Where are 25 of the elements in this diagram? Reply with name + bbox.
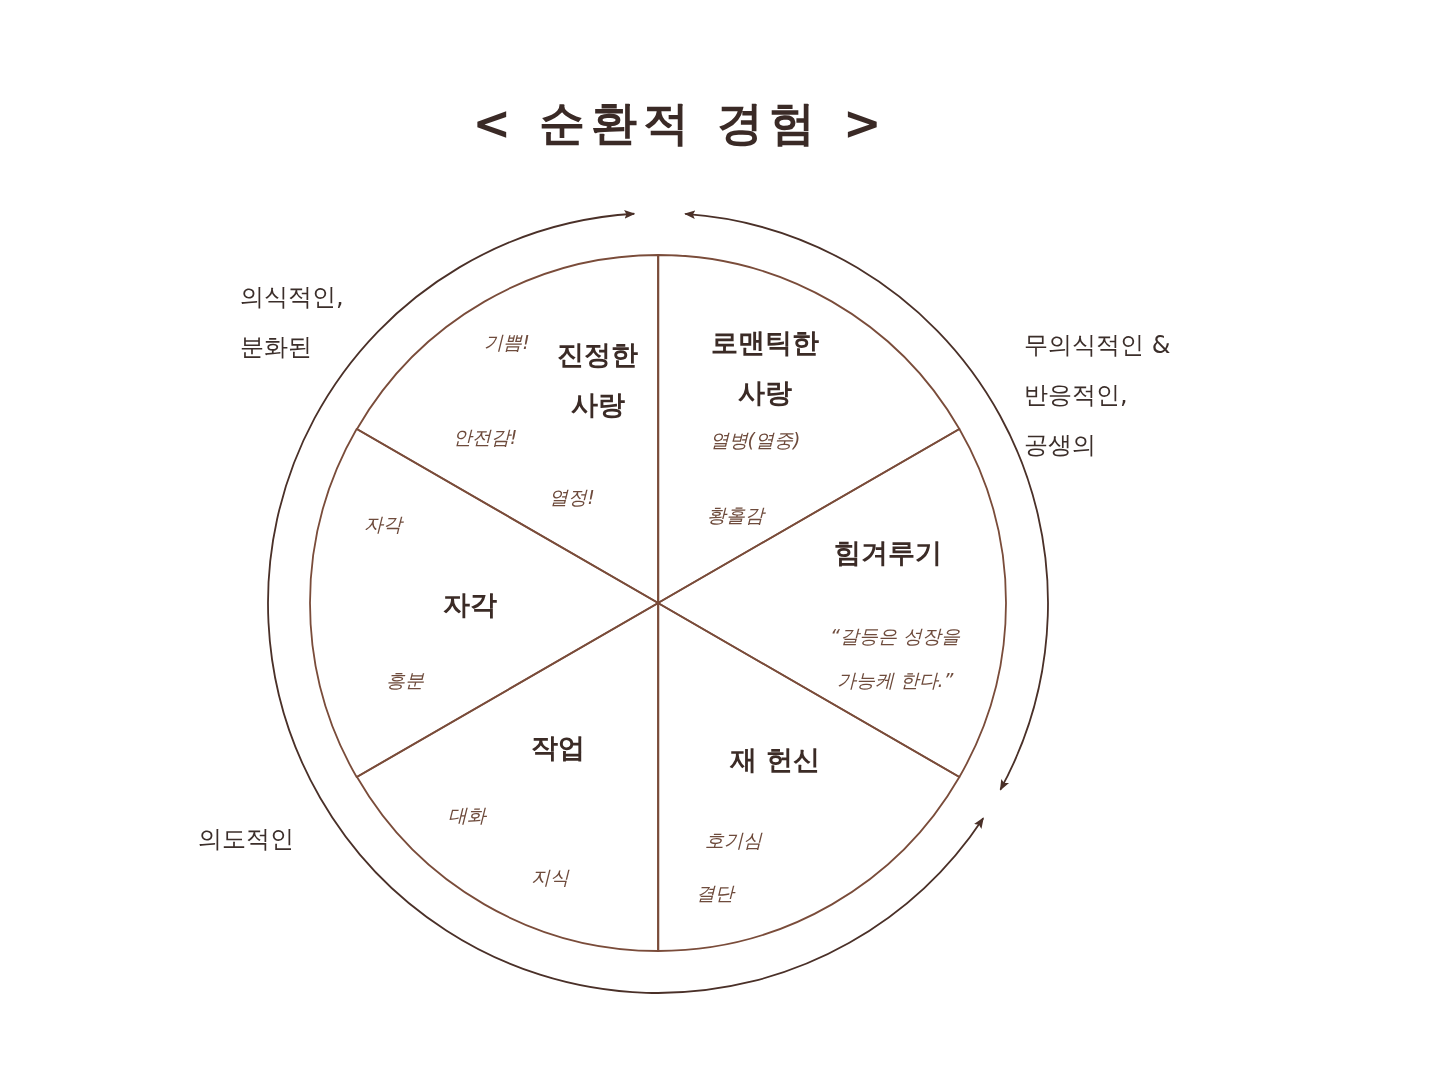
pie-sector [310, 429, 658, 777]
sector-title: 작업 [531, 731, 585, 765]
sector-title: 재 헌신 [729, 743, 821, 777]
side-label: 의도적인 [198, 824, 295, 855]
sector-keyword: 열정! [549, 485, 595, 510]
sector-keyword: 자각 [364, 512, 402, 537]
sector-title: 로맨틱한 사랑 [710, 326, 820, 410]
sector-title: 힘겨루기 [834, 536, 942, 570]
sector-keyword: 결단 [696, 881, 734, 906]
pie-sector [658, 429, 1006, 777]
sector-keyword: 호기심 [704, 828, 762, 853]
sector-title: 진정한 사랑 [556, 338, 640, 422]
sector-title: 자각 [443, 588, 497, 622]
sector-keyword: 지식 [531, 865, 569, 890]
diagram-title: < 순환적 경험 > [471, 95, 889, 152]
sector-keyword: 기쁨! [484, 330, 530, 355]
sector-keyword: 대화 [448, 803, 486, 828]
sector-keyword: 흥분 [386, 668, 424, 693]
sector-keyword: 황홀감 [706, 503, 764, 528]
sector-keyword: 열병(열중) [709, 428, 801, 453]
side-label: 무의식적인 & 반응적인, 공생의 [1024, 330, 1172, 461]
side-label: 의식적인, 분화된 [240, 282, 345, 363]
sector-keyword: 안전감! [452, 425, 518, 450]
pie-sector [658, 603, 960, 951]
quote-text: “갈등은 성장을 가능케 한다.” [829, 624, 961, 693]
